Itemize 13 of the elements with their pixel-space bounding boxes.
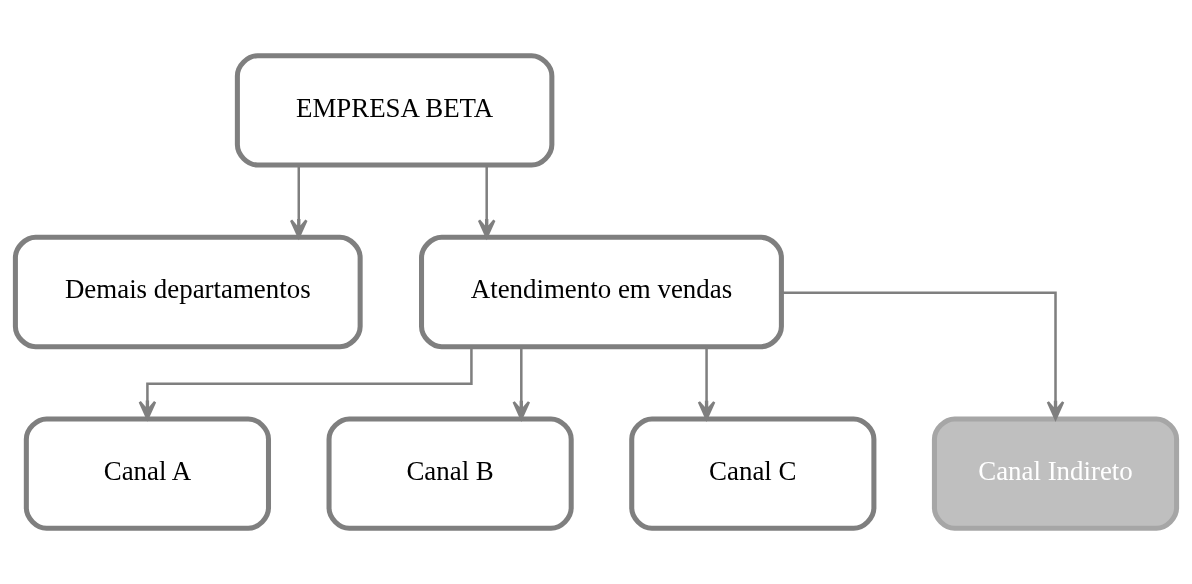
arrow bbox=[477, 165, 496, 239]
node-box: Demais departamentos bbox=[12, 234, 363, 350]
node-box: Atendimento em vendas bbox=[419, 234, 784, 350]
node-box: EMPRESA BETA bbox=[234, 53, 555, 168]
node-box: Canal B bbox=[326, 416, 574, 531]
arrow bbox=[697, 347, 716, 421]
arrow bbox=[512, 347, 531, 421]
arrow bbox=[781, 291, 1065, 421]
node-box: Canal C bbox=[629, 416, 877, 531]
node-box: Canal A bbox=[23, 416, 271, 531]
arrow bbox=[289, 165, 308, 239]
node-box: Canal Indireto bbox=[931, 416, 1180, 531]
arrow bbox=[138, 346, 473, 420]
